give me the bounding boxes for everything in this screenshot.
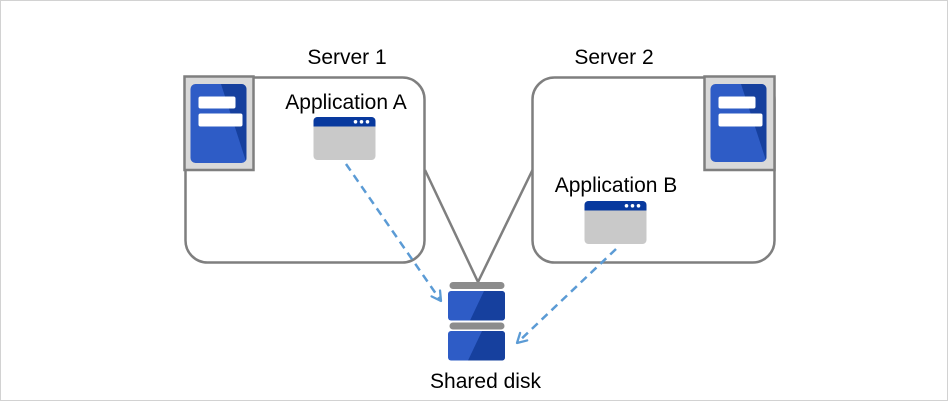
arrow-app-b-to-disk [515,248,617,345]
app-a-window-icon [313,117,376,160]
server-to-disk-connectors [423,169,534,285]
server2-label: Server 2 [574,46,653,69]
app-a-label: Application A [285,91,406,114]
shared-disk-icon [448,282,505,361]
server1-tower-icon [183,75,255,172]
arrow-app-a-to-disk [344,163,443,303]
app-b-window-icon [584,201,647,244]
app-b-label: Application B [555,174,678,197]
server2-tower-icon [703,75,776,172]
shared-disk-label: Shared disk [430,370,541,393]
server1-label: Server 1 [307,46,386,69]
